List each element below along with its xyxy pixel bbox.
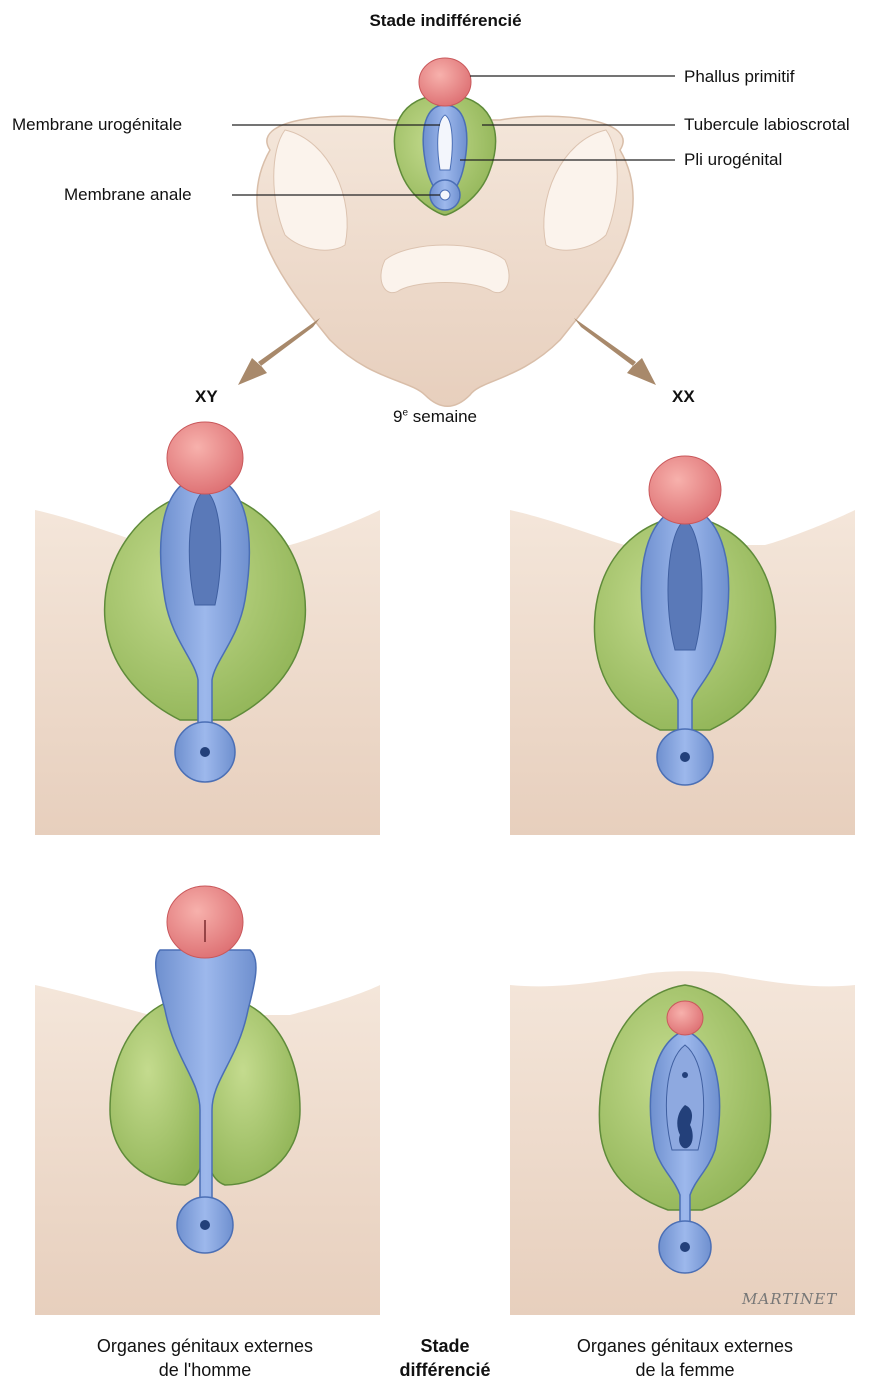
male-panel [35,886,380,1315]
arrow-right [574,318,656,385]
arrow-left [238,318,320,385]
caption-center-line1: Stade [385,1334,505,1358]
label-xy: XY [195,388,218,405]
xx-anus [680,752,690,762]
caption-female: Organes génitaux externes de la femme [525,1334,845,1382]
xy-phallus [167,422,243,494]
caption-female-line2: de la femme [525,1358,845,1382]
xx-phallus [649,456,721,524]
label-xx: XX [672,388,695,405]
xy-panel [35,422,380,835]
small-phallus [419,58,471,106]
caption-male-line2: de l'homme [45,1358,365,1382]
signature: MARTINET [742,1290,837,1308]
label-tubercule-labioscrotal: Tubercule labioscrotal [684,116,850,133]
caption-center-line2: différencié [385,1358,505,1382]
female-urethra [682,1072,688,1078]
week-word: semaine [408,407,477,426]
title: Stade indifférencié [0,12,891,29]
female-anus [680,1242,690,1252]
small-membrane-anale [440,190,450,200]
xx-panel [510,456,855,835]
label-week: 9e semaine [393,408,477,425]
xy-groove [189,490,220,605]
female-clitoris [667,1001,703,1035]
label-pli-urogenital: Pli urogénital [684,151,782,168]
caption-male-line1: Organes génitaux externes [45,1334,365,1358]
xy-anus [200,747,210,757]
label-phallus-primitif: Phallus primitif [684,68,795,85]
caption-center: Stade différencié [385,1334,505,1382]
label-membrane-urogenitale: Membrane urogénitale [12,116,182,133]
small-membrane-urogenitale [438,115,453,170]
caption-male: Organes génitaux externes de l'homme [45,1334,365,1382]
male-anus [200,1220,210,1230]
caption-female-line1: Organes génitaux externes [525,1334,845,1358]
female-panel [510,971,855,1315]
indifferent-stage-figure [257,58,633,406]
label-membrane-anale: Membrane anale [64,186,192,203]
